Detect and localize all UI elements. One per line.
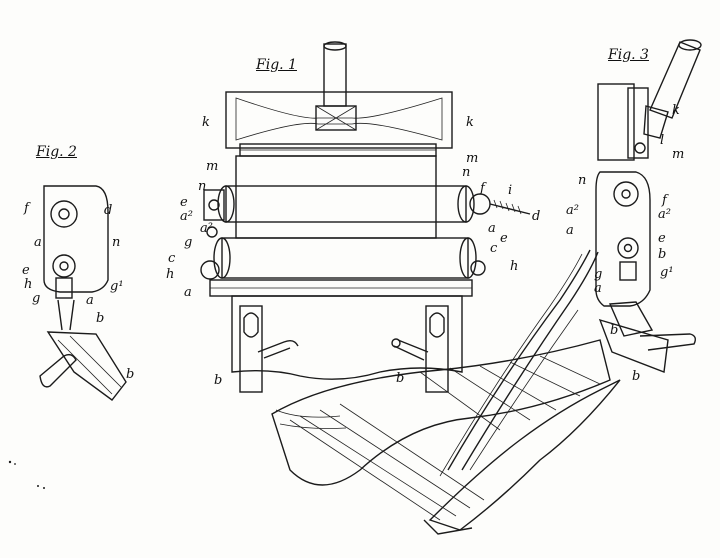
fig3-ref-k: k (672, 103, 680, 118)
fig1-ref-k-left: k (202, 115, 210, 130)
fig1-ref-d: d (532, 209, 541, 224)
fig2-ref-f: f (24, 201, 29, 216)
fig1-ref-a2-left: a² (180, 209, 193, 224)
fig1-ref-a2-mid: a² (200, 221, 213, 236)
fig2-ref-e: e (22, 263, 30, 278)
fig1-ref-b-mid: b (396, 371, 405, 386)
fig1-ref-c-right: c (490, 241, 498, 256)
fig2-ref-n: n (112, 235, 121, 250)
fig3-ref-a2-left: a² (566, 203, 579, 218)
figure-2-drawing (39, 185, 127, 401)
fig2-ref-b-top: b (96, 311, 105, 326)
fig3-ref-m: m (672, 147, 685, 162)
fig2-ref-h: h (24, 277, 33, 292)
fig3-ref-e: e (658, 231, 666, 246)
fig2-ref-g: g (32, 291, 41, 306)
fig1-ref-m-left: m (206, 159, 219, 174)
fig2-ref-d: d (104, 203, 113, 218)
fig3-ref-a-low: a (594, 281, 602, 296)
fig1-ref-h-left: h (166, 267, 175, 282)
fig1-ref-i: i (508, 183, 513, 198)
fig2-ref-a-low: a (86, 293, 94, 308)
fig2-ref-b-bottom: b (126, 367, 135, 382)
fig1-ref-n-right: n (462, 165, 471, 180)
fig1-ref-n-left: n (198, 179, 207, 194)
fig3-ref-g: g (594, 267, 603, 282)
fig3-ref-b-bottom: b (632, 369, 641, 384)
fig1-ref-a-left: a (184, 285, 192, 300)
fig3-ref-n: n (578, 173, 587, 188)
fig3-ref-b-low: b (610, 323, 619, 338)
fig1-ref-e-left: e (180, 195, 188, 210)
fig2-ref-g1: g¹ (110, 279, 124, 294)
fig1-ref-h-right: h (510, 259, 519, 274)
fig3-ref-f: f (662, 193, 667, 208)
fig1-ref-e-right: e (500, 231, 508, 246)
fig1-ref-g: g (184, 235, 193, 250)
fig3-label: Fig. 3 (608, 47, 649, 63)
fig3-ref-g1: g¹ (660, 265, 674, 280)
fig1-ref-f: f (480, 181, 485, 196)
fig3-ref-a-left: a (566, 223, 574, 238)
fig3-ref-a2-right: a² (658, 207, 671, 222)
fig2-ref-a: a (34, 235, 42, 250)
figure-3-drawing (595, 39, 702, 373)
fig1-ref-m-right: m (466, 151, 479, 166)
fig1-ref-k-right: k (466, 115, 474, 130)
fig1-ref-b-left: b (214, 373, 223, 388)
fig2-label: Fig. 2 (36, 144, 77, 160)
fig1-label: Fig. 1 (256, 57, 297, 73)
fig3-ref-b-mid: b (658, 247, 667, 262)
fabric-sheet-drawing (271, 249, 621, 535)
fig3-ref-l: l (660, 133, 665, 148)
figure-1-drawing (200, 41, 531, 393)
fig1-ref-a-right: a (488, 221, 496, 236)
fig1-ref-c-left: c (168, 251, 176, 266)
